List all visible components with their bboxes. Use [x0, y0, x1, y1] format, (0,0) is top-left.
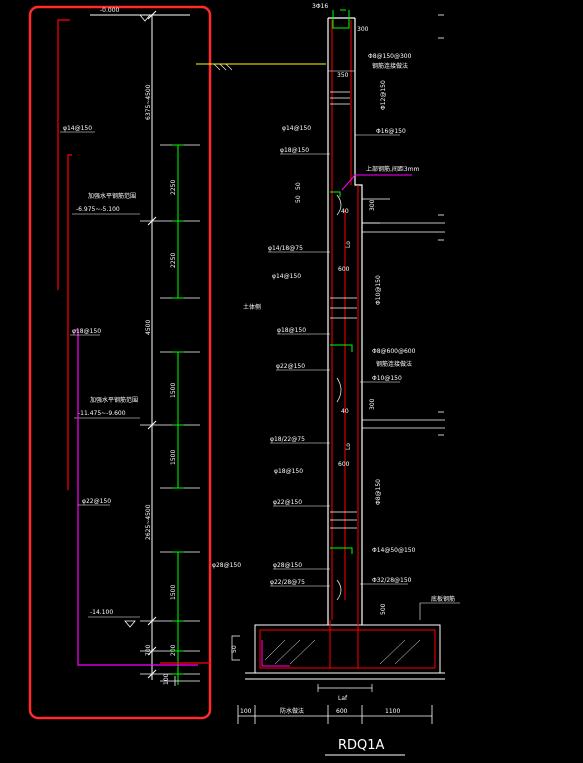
laf-label: Laf: [338, 695, 348, 702]
right-label-r8: Φ10@150: [372, 375, 402, 382]
dim-4500: 4500: [145, 320, 152, 335]
dim-1500-b: 1500: [170, 450, 177, 465]
dim-200: 200: [170, 644, 177, 656]
elevation-band1: -6.975~-5.100: [76, 206, 120, 213]
base-slab-rebar: [259, 620, 436, 669]
stirrup-curves: [336, 194, 342, 601]
green-band-brackets: [172, 144, 184, 685]
level-marker-bottom: [124, 620, 136, 628]
dim-100: 100: [163, 673, 170, 685]
band-note-1: 加强水平钢筋范围: [88, 192, 136, 200]
top-width-label: 300: [357, 26, 369, 33]
right-label-r3: Φ16@150: [376, 128, 406, 135]
dim-1500-a: 1500: [170, 383, 177, 398]
base-right-tag: 底板钢筋: [431, 595, 455, 603]
right-label-r10: Φ14@50@150: [372, 547, 416, 554]
left-rebar-a: φ14@150: [63, 125, 92, 132]
dim-1500-c: 1500: [170, 585, 177, 600]
right-label-r5: Φ10@150: [375, 275, 382, 305]
wall-left-label-2: φ18@150: [280, 147, 309, 154]
section-dim-50-a: 50: [295, 182, 302, 190]
base-left-bracket: [231, 635, 240, 661]
left-rebar-c: φ22@150: [82, 498, 111, 505]
base-hatch: [264, 639, 421, 665]
section-dim-500: 500: [380, 603, 387, 615]
left-rebar-b: φ18@150: [72, 328, 101, 335]
highlight-frame: [28, 5, 212, 720]
section-dim-300-a: 300: [369, 199, 376, 211]
bottom-dim-1100: 1100: [385, 708, 400, 715]
right-label-r4: 上部钢筋,间距3mm: [366, 165, 420, 173]
bottom-dim-chain: [237, 705, 433, 724]
section-dim-50-b: 50: [295, 195, 302, 203]
left-rebar-d: φ28@150: [212, 562, 241, 569]
soil-side-note: 土体侧: [243, 303, 261, 311]
break-marks: [438, 14, 444, 436]
wall-left-label-3: φ14/18@75: [268, 245, 303, 252]
wall-left-label-4: φ14@150: [272, 273, 301, 280]
section-dim-40-a: 40: [341, 208, 349, 215]
base-stirrups: [261, 640, 290, 667]
ground-hatch: [213, 63, 233, 71]
top-width2-label: 350: [337, 72, 349, 79]
base-slab-outline: [245, 624, 445, 680]
wall-left-label-9: φ22@150: [273, 499, 302, 506]
right-label-r1: Φ8@150@300: [368, 53, 412, 60]
top-cap-green: [332, 9, 350, 29]
right-label-r2: Φ12@150: [380, 80, 387, 110]
drawing-title: RDQ1A: [338, 738, 385, 753]
section-dim-600-b: 600: [338, 461, 350, 468]
bottom-dim-600: 600: [336, 708, 348, 715]
elevation-top: -0.000: [100, 7, 120, 14]
elevation-bottom: -14.100: [90, 609, 113, 616]
bottom-cross-marker: [160, 676, 200, 686]
right-label-r9: Φ8@150: [375, 479, 382, 505]
right-label-r7b: 钢筋连接做法: [376, 360, 412, 368]
section-lo-1: Lo: [345, 241, 352, 248]
section-dim-600-a: 600: [338, 266, 350, 273]
top-bars-label: 3Φ16: [312, 3, 328, 10]
dim-700: 700: [145, 644, 152, 656]
elevation-band2: -11.475~-9.600: [78, 410, 126, 417]
wall-rebar: [331, 20, 359, 620]
wall-left-label-7: φ18/22@75: [270, 436, 305, 443]
wall-left-label-6: φ22@150: [276, 363, 305, 370]
dim-2250-b: 2250: [170, 253, 177, 268]
left-rebar-lines: [57, 19, 210, 664]
step-green-1: [330, 191, 353, 554]
base-dim-label: 50: [231, 645, 238, 653]
right-label-r7: Φ8@600@600: [372, 348, 416, 355]
laf-dim: [317, 684, 373, 692]
wall-left-label-1: φ14@150: [282, 125, 311, 132]
band-note-2: 加强水平钢筋范围: [90, 396, 138, 404]
magenta-leader: [341, 174, 412, 191]
wall-left-label-11: φ22/28@75: [270, 579, 305, 586]
section-dim-40-b: 40: [341, 408, 349, 415]
wall-tie-lines: [330, 91, 357, 529]
section-lo-2: Lo: [345, 443, 352, 450]
wall-left-label-10: φ28@150: [273, 562, 302, 569]
wall-left-label-5: φ18@150: [277, 327, 306, 334]
right-label-r11: Φ32/28@150: [372, 577, 412, 584]
dim-2250-a: 2250: [170, 180, 177, 195]
left-stirrup-line: [75, 329, 198, 666]
dim-2625-4500: 2625~4500: [145, 504, 152, 540]
dim-6375-4500: 6375~4500: [145, 84, 152, 120]
section-dim-300-b: 300: [369, 398, 376, 410]
bottom-dim-100: 100: [240, 708, 252, 715]
right-label-r1b: 钢筋连接做法: [372, 62, 408, 70]
wall-left-label-8: φ18@150: [274, 468, 303, 475]
level-marker-top: [139, 14, 151, 22]
step-details: [362, 198, 445, 429]
bottom-dim-waterproof: 防水做法: [280, 707, 304, 715]
